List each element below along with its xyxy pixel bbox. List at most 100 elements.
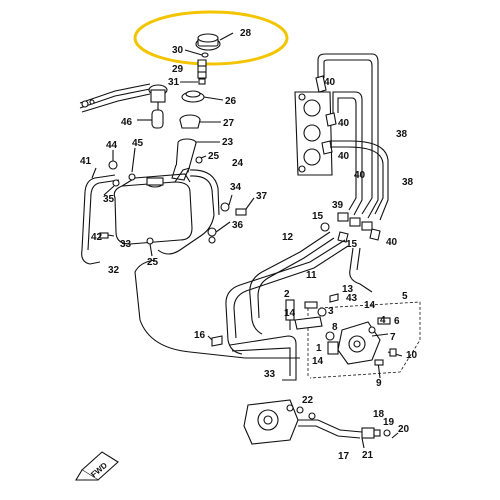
label-17: 17 [338,451,350,462]
hose-17 [298,419,363,433]
filler-cap [195,32,234,51]
label-40a: 40 [324,77,336,88]
label-42: 42 [91,232,103,243]
nut-34 [220,194,233,212]
label-40b: 40 [338,118,350,129]
oil-tank [113,167,193,245]
engine-block [294,91,333,176]
label-44: 44 [106,140,118,151]
label-34: 34 [230,182,242,193]
label-19: 19 [383,417,395,428]
part-7 [371,333,389,337]
label-39: 39 [332,200,344,211]
clip-45 [128,147,136,181]
elbow-40a [315,75,327,93]
label-28: 28 [240,28,252,39]
clip-15a [320,222,330,232]
label-32: 32 [108,265,120,276]
label-13: 13 [342,284,354,295]
label-14c: 14 [312,356,324,367]
joint-39 [337,212,373,231]
pipe-38a [317,53,379,219]
elbow-40e [337,231,349,243]
part-10 [387,348,403,357]
cap-33a [146,237,154,257]
label-20: 20 [398,424,410,435]
elbow-40d [369,228,381,241]
filler-neck-23 [171,138,220,181]
label-18: 18 [373,409,385,420]
clip-43 [329,293,339,303]
label-31: 31 [168,77,180,88]
label-12: 12 [282,232,294,243]
plug-35 [103,179,120,196]
part-9 [374,359,384,379]
label-11: 11 [306,270,317,281]
label-46: 46 [121,117,133,128]
hose-24 [157,175,215,255]
label-8: 8 [332,322,338,333]
label-33a: 33 [120,239,132,250]
part-6 [377,317,391,325]
label-25a: 25 [208,151,220,162]
label-37: 37 [256,191,268,202]
clamp-42 [99,232,115,239]
label-40d: 40 [386,237,398,248]
label-5: 5 [402,291,408,302]
elbow-40b [325,112,337,127]
cap-26 [181,90,224,103]
label-45: 45 [132,138,144,149]
pipe-38c [330,140,389,221]
clip-44 [108,150,118,170]
label-7: 7 [390,332,396,343]
label-43: 43 [346,293,358,304]
label-4: 4 [380,315,386,326]
label-35: 35 [103,194,115,205]
label-14b: 14 [284,308,296,319]
bolt-20 [391,432,399,439]
clip-16 [207,335,223,347]
hose-33b [229,335,297,381]
hose-12 [249,231,331,335]
strap-29 [197,59,207,79]
pin-31 [180,78,206,85]
label-33b: 33 [264,369,276,380]
label-6: 6 [394,316,400,327]
label-3: 3 [328,306,334,317]
lower-pump [243,399,299,445]
label-9: 9 [376,378,382,389]
label-24: 24 [232,158,244,169]
clip-22 [296,406,316,420]
strainer-14 [294,301,323,330]
hose-13 [349,247,373,293]
washer-19 [383,429,391,437]
pipe-38b [332,91,363,216]
hose-32 [134,259,300,359]
label-21: 21 [362,450,374,461]
clip-25a [195,155,207,164]
check-valve-2 [285,299,295,330]
label-36: 36 [232,220,244,231]
elbow-40c [321,140,333,155]
clip-21 [361,437,365,449]
label-38a: 38 [396,129,408,140]
label-16: 16 [194,330,206,341]
label-40e: 40 [354,170,366,181]
label-10: 10 [406,350,418,361]
label-1: 1 [316,343,322,354]
label-14a: 14 [364,300,376,311]
grommet-36 [207,221,231,244]
bolt-37 [235,197,255,216]
part-8 [325,331,335,341]
label-15b: 15 [346,239,358,250]
label-22: 22 [302,395,314,406]
label-40c: 40 [338,151,350,162]
label-15a: 15 [312,211,324,222]
label-2: 2 [284,289,290,300]
part-4 [368,326,376,334]
label-26: 26 [225,96,237,107]
level-sender-46 [79,83,168,129]
strainer-27 [179,114,221,129]
label-29: 29 [172,64,184,75]
label-38b: 38 [402,177,414,188]
